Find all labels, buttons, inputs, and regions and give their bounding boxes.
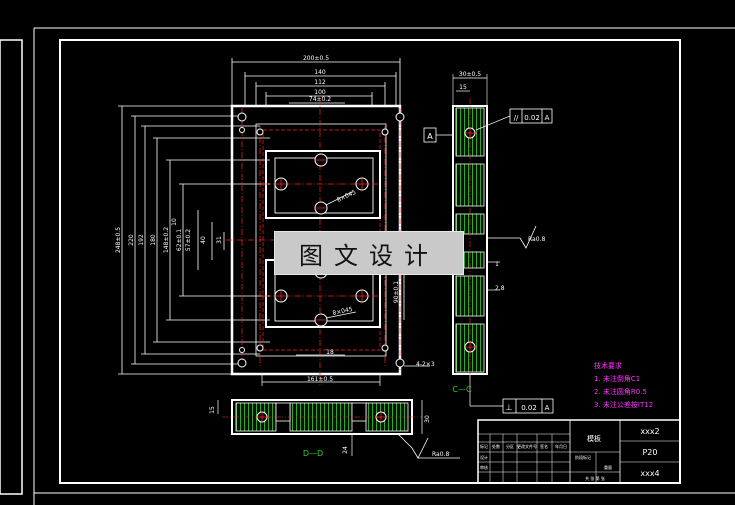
dim-small: 4-2×3	[416, 361, 435, 368]
section-cc-label: C—C	[452, 385, 472, 394]
dim-220: 220	[128, 234, 135, 246]
gdt-bottom-value: 0.02	[521, 404, 537, 412]
dim-112: 112	[314, 79, 326, 86]
dim-18: 18	[326, 349, 334, 356]
sheet-frames	[0, 27, 735, 505]
dd-dim-30: 30	[424, 415, 431, 423]
side-label-1: 1	[495, 261, 499, 268]
roughness-side: Ra0.8	[528, 236, 545, 243]
gdt-top-symbol: //	[514, 114, 519, 122]
tb-row-5: 年月日	[555, 443, 567, 449]
gdt-bottom-datum: A	[545, 404, 550, 412]
tb-row-0: 标记	[480, 443, 488, 449]
tb-part-name: 模板	[587, 434, 601, 443]
dim-10: 10	[171, 218, 178, 226]
dim-right: 90±0.1	[393, 281, 400, 303]
side-dim-top: 30±0.5	[459, 71, 481, 78]
tb-row-4: 签名	[540, 443, 548, 449]
dim-62: 62±0.1	[176, 229, 183, 251]
tb-row-1: 处数	[492, 443, 500, 449]
dim-57: 57±0.2	[185, 229, 192, 251]
pocket-upper-label: 8×045	[336, 189, 358, 204]
gdt-top-value: 0.02	[524, 114, 540, 122]
tb-material: P20	[642, 448, 657, 457]
tb-company: xxx4	[640, 469, 659, 478]
dim-31: 31	[216, 236, 223, 244]
title-block	[477, 419, 681, 484]
title-block-text: 模板 xxx2 P20 xxx4 标记 处数 分区 更改文件号 签名 年月日 设…	[480, 427, 660, 481]
tb-check: 审核	[480, 464, 488, 470]
roughness-bottom: Ra0.8	[432, 451, 449, 458]
dim-top-overall: 200±0.5	[303, 55, 329, 62]
section-dd: 15 30 24 Ra0.8 D—D	[209, 399, 460, 459]
dim-140: 140	[314, 69, 326, 76]
side-view-cc: 30±0.5 15 A // 0.02 A Ra0.8	[423, 71, 554, 414]
tech-title: 技术要求	[594, 361, 622, 370]
tb-code: xxx2	[640, 427, 659, 436]
tech-note-1: 1. 未注倒角C1	[594, 374, 640, 383]
tb-row-2: 分区	[506, 443, 514, 449]
dim-180: 180	[150, 234, 157, 246]
tech-note-3: 3. 未注公差按IT12	[594, 400, 653, 409]
dim-40: 40	[200, 236, 207, 244]
dd-dim-24: 24	[342, 446, 349, 454]
pocket-lower-label: 8×045	[332, 306, 353, 317]
gdt-top-datum: A	[545, 114, 550, 122]
dim-148: 148±0.2	[163, 227, 170, 253]
dd-dim-left: 15	[209, 406, 216, 414]
front-view: 200±0.5 140 112 100 74±0.2	[115, 55, 435, 386]
watermark-banner: 图文设计	[274, 231, 464, 275]
dim-left-overall: 248±0.5	[115, 227, 122, 253]
dim-100: 100	[314, 89, 326, 96]
dim-192: 192	[138, 234, 145, 246]
technical-requirements: 技术要求 1. 未注倒角C1 2. 未注圆角R0.5 3. 未注公差按IT12	[594, 361, 653, 409]
gdt-bottom-symbol: ⊥	[506, 403, 513, 412]
tb-sheet-label: 共 张 第 张	[585, 475, 605, 481]
dim-bottom: 161±0.5	[307, 376, 333, 383]
tb-design: 设计	[480, 454, 488, 460]
side-label-2: 2.8	[495, 285, 505, 292]
tb-weight-label: 重量	[604, 464, 612, 470]
datum-a-label: A	[427, 132, 433, 141]
tech-note-2: 2. 未注圆角R0.5	[594, 387, 647, 396]
tb-row-3: 更改文件号	[517, 443, 537, 449]
section-dd-label: D—D	[303, 449, 323, 458]
side-dim-top2: 15	[459, 84, 467, 91]
tb-scale-label: 阶段标记	[575, 454, 591, 460]
